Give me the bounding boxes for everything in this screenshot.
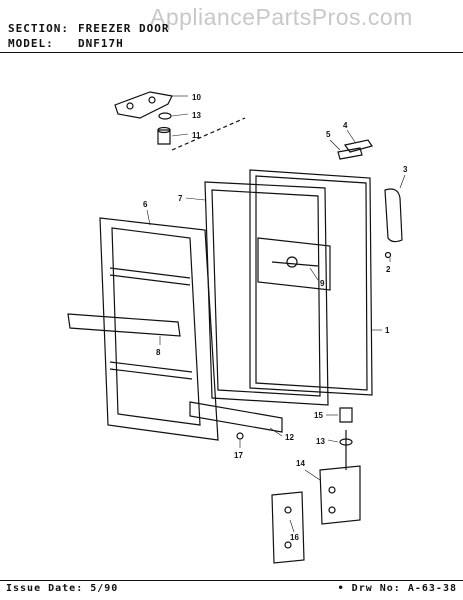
callout-1: 1: [385, 326, 390, 335]
door-gasket-outer: [204, 181, 329, 406]
callout-13-top: 13: [192, 111, 201, 120]
leader-line: [327, 439, 339, 443]
callout-14: 14: [296, 459, 305, 468]
footer-rule: [0, 580, 463, 581]
callout-10: 10: [192, 93, 201, 102]
leader-line: [146, 209, 151, 226]
model-value: DNF17H: [78, 37, 124, 50]
callout-16: 16: [290, 533, 299, 542]
top-trim: [337, 147, 363, 160]
issue-date: Issue Date: 5/90: [6, 583, 119, 594]
callout-12: 12: [285, 433, 294, 442]
callout-4: 4: [343, 121, 348, 130]
top-hinge-plate: [114, 91, 173, 119]
door-stop-arm: [271, 261, 319, 267]
leader-line: [346, 129, 356, 143]
hinge-hole: [328, 486, 336, 494]
model-label: MODEL:: [8, 37, 54, 50]
callout-11: 11: [192, 131, 201, 140]
leader-line: [329, 139, 341, 151]
callout-6: 6: [143, 200, 148, 209]
alignment-line: [171, 117, 246, 151]
leader-line: [171, 133, 189, 137]
outer-door-inner-edge: [255, 175, 368, 391]
leader-line: [171, 113, 189, 117]
outer-door-panel: [249, 169, 373, 396]
leader-line: [399, 174, 406, 189]
inner-door-liner: [99, 217, 219, 441]
callout-9: 9: [320, 279, 325, 288]
door-handle: [384, 188, 403, 243]
liner-shelf-edge: [109, 368, 193, 380]
leader-line: [269, 427, 283, 437]
liner-shelf: [109, 267, 191, 279]
leader-line: [304, 469, 321, 481]
callout-7: 7: [178, 194, 183, 203]
liner-shelf-edge: [109, 274, 191, 286]
leader-line: [185, 197, 206, 201]
drawing-number: • Drw No: A-63-38: [337, 583, 457, 594]
bottom-door-bar: [189, 401, 283, 433]
hinge-hole: [328, 506, 336, 514]
bushing-top: [157, 129, 171, 145]
liner-inset: [111, 227, 201, 426]
callout-13-bottom: 13: [316, 437, 325, 446]
callout-3: 3: [403, 165, 408, 174]
callout-5: 5: [326, 130, 331, 139]
bushing-bottom: [339, 407, 353, 423]
bushing-top-rim: [157, 126, 171, 134]
screw-17: [236, 432, 244, 440]
door-stop-cam: [286, 256, 298, 268]
section-label: SECTION:: [8, 22, 69, 35]
header-rule: [0, 52, 463, 53]
callout-8: 8: [156, 348, 161, 357]
leader-line: [309, 267, 319, 281]
bracket-hole: [284, 541, 292, 549]
door-stop-detail-inset: [257, 237, 331, 291]
watermark: AppliancePartsPros.com: [150, 4, 413, 30]
washer-top: [158, 112, 172, 120]
hinge-bracket: [271, 491, 305, 564]
hinge-hole: [126, 102, 134, 110]
section-value: FREEZER DOOR: [78, 22, 170, 35]
door-gasket-inner: [211, 189, 321, 397]
callout-2: 2: [386, 265, 391, 274]
callout-17: 17: [234, 451, 243, 460]
leader-line: [289, 519, 295, 533]
hinge-hole: [148, 96, 156, 104]
handle-screw: [384, 251, 392, 259]
bottom-hinge: [319, 465, 361, 525]
liner-shelf: [109, 361, 193, 373]
callout-15: 15: [314, 411, 323, 420]
bracket-hole: [284, 506, 292, 514]
door-shelf-bar: [67, 313, 181, 337]
